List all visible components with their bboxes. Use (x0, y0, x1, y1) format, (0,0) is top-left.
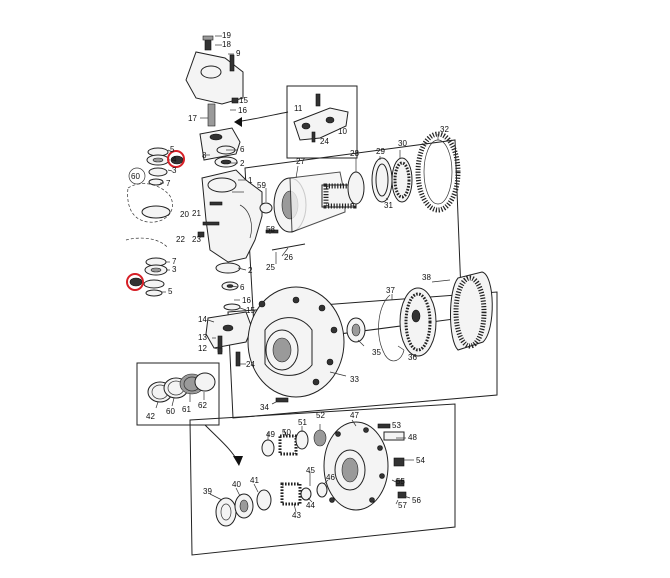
callout-30: 30 (398, 139, 407, 148)
callout-45: 45 (306, 466, 315, 475)
callout-13: 13 (198, 333, 207, 342)
hub-shaft-group (259, 131, 461, 251)
callout-6: 6 (240, 145, 245, 154)
leader-lines (155, 35, 451, 513)
callout-60: 60 (131, 172, 140, 181)
callout-20: 20 (180, 210, 189, 219)
callout-22: 22 (176, 235, 185, 244)
callout-42: 42 (146, 412, 155, 421)
callout-56: 56 (412, 496, 421, 505)
callout-4: 4 (172, 155, 177, 164)
planetary-carrier-group (247, 271, 493, 403)
callout-62: 62 (198, 401, 207, 410)
callout-5b: 5 (168, 287, 173, 296)
callout-3: 3 (172, 166, 177, 175)
callout-43: 43 (292, 511, 301, 520)
callout-41: 41 (250, 476, 259, 485)
callout-44: 44 (306, 501, 315, 510)
callout-58: 58 (266, 225, 275, 234)
callout-23: 23 (192, 235, 201, 244)
callout-5: 5 (170, 145, 175, 154)
callout-49: 49 (266, 430, 275, 439)
lower-bearing-stack (129, 257, 168, 297)
callout-48: 48 (408, 433, 417, 442)
callout-12: 12 (198, 344, 207, 353)
callout-31: 31 (384, 201, 393, 210)
callout-28: 28 (350, 149, 359, 158)
callout-circle-60 (128, 167, 146, 185)
callout-2b: 2 (248, 266, 253, 275)
callout-15b: 15 (246, 306, 255, 315)
callout-1: 1 (248, 176, 253, 185)
steering-knuckle-assembly (185, 35, 263, 367)
callout-9: 9 (236, 49, 241, 58)
callout-21: 21 (192, 209, 201, 218)
callout-17: 17 (188, 114, 197, 123)
callout-40: 40 (232, 480, 241, 489)
callout-8: 8 (202, 151, 207, 160)
inset-box-bracket (286, 85, 358, 159)
callout-labels: 19 18 9 15 16 17 5 4 3 7 60 8 6 2 1 59 2… (131, 31, 449, 520)
callout-53: 53 (392, 421, 401, 430)
callout-38: 38 (422, 273, 431, 282)
callout-36: 36 (408, 353, 417, 362)
callout-52: 52 (316, 411, 325, 420)
highlight-circle-upper (167, 150, 185, 168)
callout-47: 47 (350, 411, 359, 420)
seal-kit-detail (147, 372, 216, 403)
callout-46: 46 (326, 473, 335, 482)
callout-14: 14 (198, 315, 207, 324)
arrow-head-icon (233, 456, 243, 466)
callout-6b: 6 (240, 283, 245, 292)
callout-27: 27 (296, 157, 305, 166)
callout-61: 61 (182, 405, 191, 414)
callout-7b: 7 (172, 257, 177, 266)
callout-33: 33 (350, 375, 359, 384)
callout-15: 15 (239, 96, 248, 105)
callout-32: 32 (440, 125, 449, 134)
callout-2: 2 (240, 159, 245, 168)
callout-16: 16 (238, 106, 247, 115)
callout-59: 59 (257, 181, 266, 190)
callout-51: 51 (298, 418, 307, 427)
callout-18: 18 (222, 40, 231, 49)
callout-25: 25 (266, 263, 275, 272)
inset-leader-seals (204, 424, 239, 463)
callout-57: 57 (398, 501, 407, 510)
callout-24: 24 (246, 360, 255, 369)
callout-7: 7 (166, 179, 171, 188)
callout-11: 11 (294, 104, 303, 113)
wheel-hub-group (215, 421, 407, 527)
callout-34: 34 (260, 403, 269, 412)
callout-39: 39 (203, 487, 212, 496)
callout-16b: 16 (242, 296, 251, 305)
callout-3b: 3 (172, 265, 177, 274)
arrow-head-icon (234, 117, 242, 127)
callout-50: 50 (282, 428, 291, 437)
callout-24-inset: 24 (320, 137, 329, 146)
callout-35: 35 (372, 348, 381, 357)
highlight-circle-lower (126, 273, 144, 291)
upper-bearing-stack (146, 147, 184, 186)
callout-10: 10 (338, 127, 347, 136)
callout-26: 26 (284, 253, 293, 262)
bracket-detail (293, 93, 349, 143)
inset-box-seals (136, 362, 220, 426)
callout-54: 54 (416, 456, 425, 465)
callout-60b: 60 (166, 407, 175, 416)
callout-29: 29 (376, 147, 385, 156)
callout-19: 19 (222, 31, 231, 40)
callout-55: 55 (396, 477, 405, 486)
axle-housing-outline (125, 183, 173, 249)
callout-37: 37 (386, 286, 395, 295)
